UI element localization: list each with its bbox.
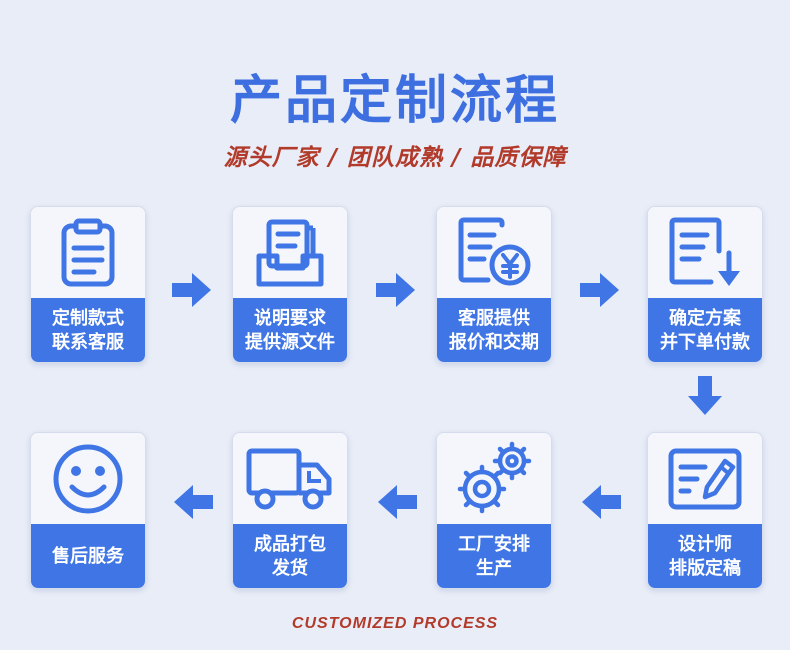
- arrow-right-icon: [376, 273, 415, 307]
- step-card-6: 工厂安排 生产: [436, 432, 552, 589]
- arrow-right-icon: [172, 273, 211, 307]
- step-card-4: 确定方案 并下单付款: [647, 206, 763, 363]
- page-title: 产品定制流程: [229, 71, 560, 131]
- step-label: 工厂安排 生产: [437, 524, 551, 588]
- document-tray-icon: [233, 207, 347, 298]
- invoice-yen-icon: [437, 207, 551, 298]
- gears-icon: [437, 433, 551, 524]
- step-label: 定制款式 联系客服: [31, 298, 145, 362]
- step-label: 设计师 排版定稿: [648, 524, 762, 588]
- footer-caption: CUSTOMIZED PROCESS: [291, 615, 499, 632]
- arrow-left-icon: [582, 485, 621, 519]
- arrow-left-icon: [174, 485, 213, 519]
- step-card-7: 成品打包 发货: [232, 432, 348, 589]
- step-card-8: 售后服务: [30, 432, 146, 589]
- step-label: 说明要求 提供源文件: [233, 298, 347, 362]
- delivery-truck-icon: [233, 433, 347, 524]
- step-card-3: 客服提供 报价和交期: [436, 206, 552, 363]
- step-label: 成品打包 发货: [233, 524, 347, 588]
- step-label: 确定方案 并下单付款: [648, 298, 762, 362]
- step-card-1: 定制款式 联系客服: [30, 206, 146, 363]
- step-label: 售后服务: [31, 524, 145, 588]
- page-subtitle: 源头厂家 / 团队成熟 / 品质保障: [223, 145, 567, 171]
- arrow-left-icon: [378, 485, 417, 519]
- arrow-right-icon: [580, 273, 619, 307]
- step-card-2: 说明要求 提供源文件: [232, 206, 348, 363]
- step-label: 客服提供 报价和交期: [437, 298, 551, 362]
- arrow-down-icon: [688, 376, 722, 415]
- document-download-icon: [648, 207, 762, 298]
- design-edit-icon: [648, 433, 762, 524]
- smiley-face-icon: [31, 433, 145, 524]
- step-card-5: 设计师 排版定稿: [647, 432, 763, 589]
- clipboard-icon: [31, 207, 145, 298]
